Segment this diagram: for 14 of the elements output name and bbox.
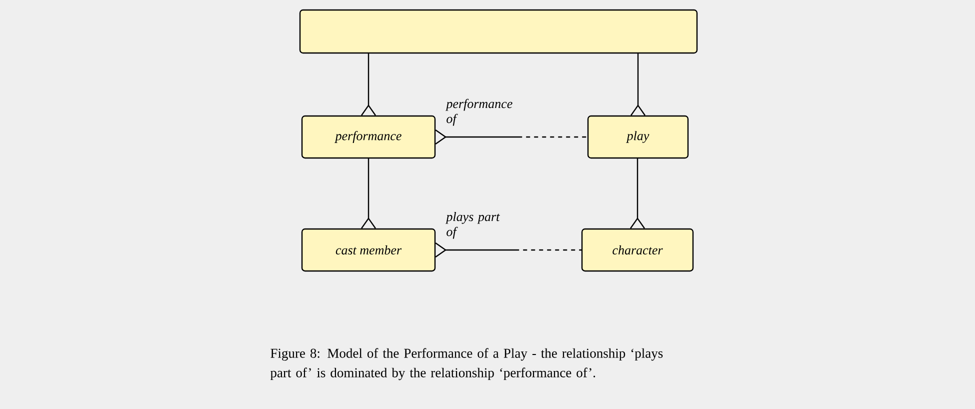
relationship-line <box>361 158 376 229</box>
relationship-line <box>435 242 582 258</box>
entity-box: performance <box>301 115 436 159</box>
relationship-line <box>630 53 646 116</box>
relationship-line <box>630 158 645 229</box>
figure-caption: Figure 8: Model of the Performance of a Play - the relationship ‘plays part of’ is dominated by the relationship ‘performance of’. <box>270 348 663 380</box>
entity-box: character <box>581 228 694 272</box>
relationship-line <box>361 53 376 116</box>
edge-label: plays part of <box>445 212 500 239</box>
entity-box: cast member <box>301 228 436 272</box>
relationship-line <box>435 130 588 144</box>
edge-label: performance of <box>445 98 512 126</box>
entity-box <box>299 9 698 54</box>
entity-box: play <box>587 115 689 159</box>
